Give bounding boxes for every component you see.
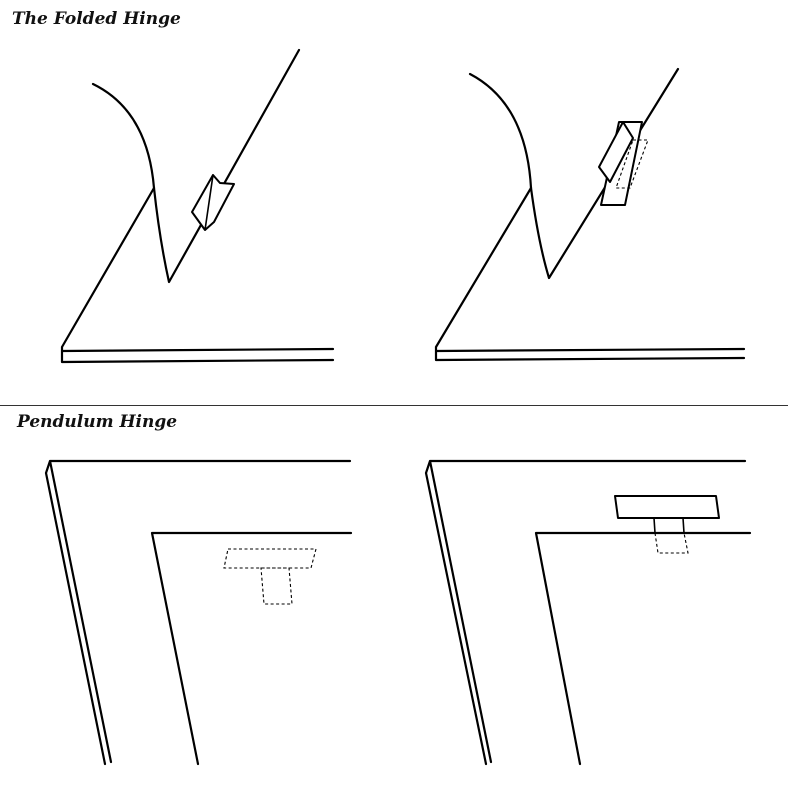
folded-hinge-tab-front [598, 121, 634, 183]
pendulum-hinge-stem [260, 567, 293, 605]
pendulum-hinge-hidden-diagram [44, 459, 353, 766]
folded-hinge-opened-diagram [434, 67, 746, 362]
mount-board-edge [434, 186, 746, 362]
hidden-hinge-outline [615, 139, 649, 189]
folded-hinge-closed-diagram [60, 48, 335, 364]
pendulum-hinge-stem [653, 517, 685, 534]
folded-artwork-sheet [91, 48, 301, 284]
folded-hinge-tab [191, 174, 235, 231]
window-mat-frame [44, 459, 352, 766]
section-title-folded-hinge: The Folded Hinge [12, 9, 181, 29]
window-opening-edge [150, 531, 353, 766]
window-opening-edge [534, 531, 752, 766]
pendulum-hinge-crossbar [223, 548, 317, 569]
pendulum-hinge-visible-diagram [424, 459, 752, 766]
folded-hinge-crease [204, 174, 214, 231]
window-mat-frame [424, 459, 747, 766]
mount-board-edge [60, 186, 335, 364]
folded-artwork-sheet [468, 67, 680, 280]
section-title-pendulum-hinge: Pendulum Hinge [17, 412, 178, 432]
section-divider [0, 405, 788, 406]
pendulum-hinge-crossbar [614, 495, 720, 519]
pendulum-hinge-stem-hidden [654, 532, 689, 554]
